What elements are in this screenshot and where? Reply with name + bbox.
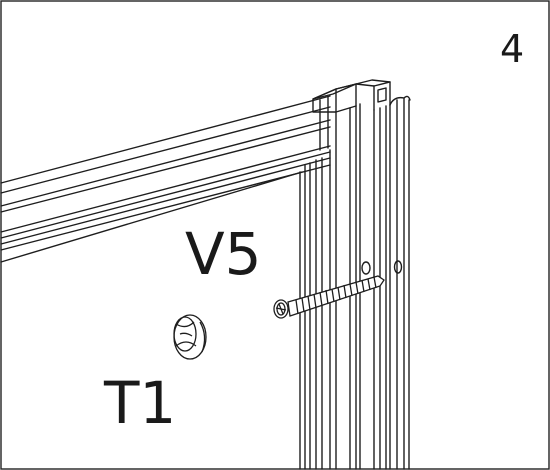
top-rail [0, 95, 331, 251]
panel-edges [0, 171, 303, 470]
step-number: 4 [500, 27, 525, 71]
screw-icon [273, 275, 385, 319]
screw-part-label: V5 [185, 220, 262, 288]
corner-connector [312, 79, 391, 113]
cam-lock-icon [173, 314, 207, 360]
cam-part-label: T1 [104, 369, 177, 437]
post-holes [361, 260, 403, 275]
